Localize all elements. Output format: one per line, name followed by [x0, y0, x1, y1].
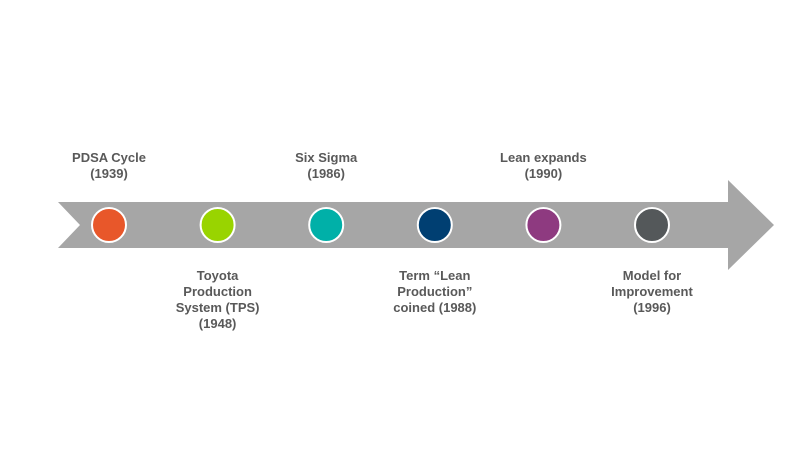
milestone-dot-4	[416, 207, 453, 243]
milestone-dot-2	[199, 207, 236, 243]
milestone-dot-3	[308, 207, 345, 243]
milestone-label-2: Toyota Production System (TPS) (1948)	[175, 268, 260, 331]
milestone-label-6: Model for Improvement (1996)	[611, 268, 693, 315]
milestone-label-1: PDSA Cycle (1939)	[72, 150, 146, 181]
timeline-arrow	[58, 180, 774, 270]
milestone-label-5: Lean expands (1990)	[500, 150, 587, 181]
milestone-label-3: Six Sigma (1986)	[295, 150, 358, 181]
milestone-markers	[91, 207, 670, 243]
milestone-label-4: Term “Lean Production” coined (1988)	[393, 268, 477, 315]
milestone-dot-6	[634, 207, 670, 243]
milestone-dot-1	[91, 207, 127, 243]
milestone-dot-5	[525, 207, 562, 243]
